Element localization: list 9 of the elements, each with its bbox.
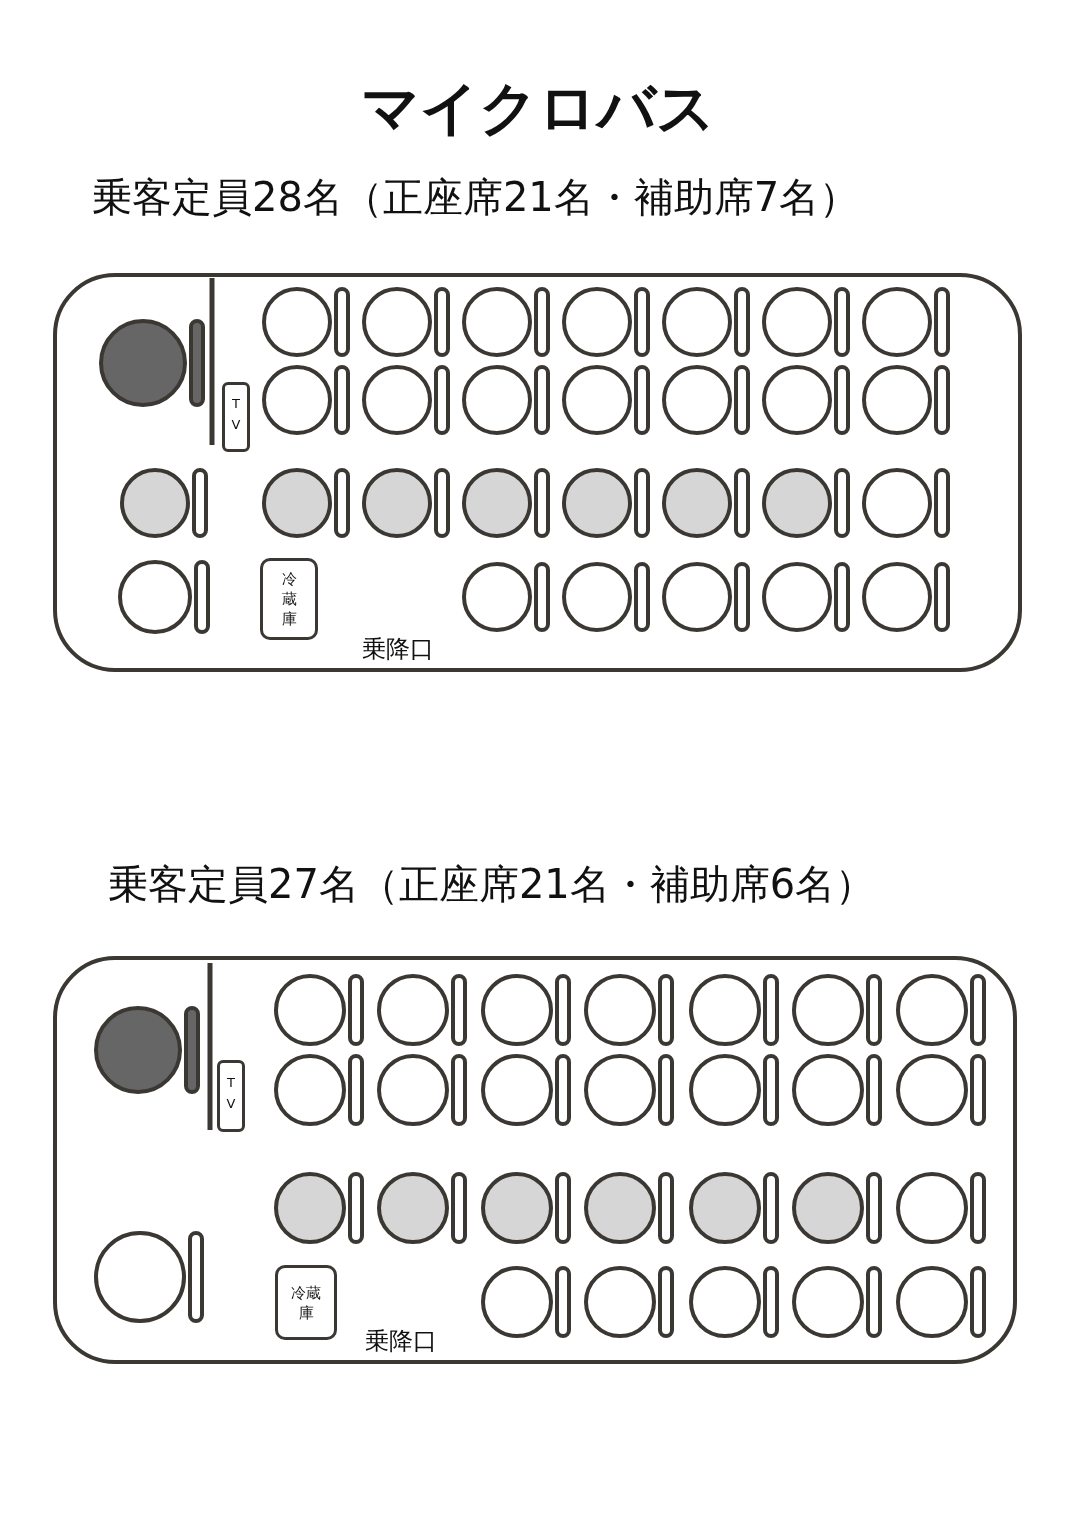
capacity-heading: 乗客定員28名（正座席21名・補助席7名）: [92, 173, 860, 222]
tv-box: TV: [222, 382, 250, 452]
refrigerator-box: 冷蔵庫: [260, 558, 318, 640]
door-label: 乗降口: [365, 1326, 437, 1357]
door-label: 乗降口: [362, 634, 434, 665]
tv-box: TV: [217, 1060, 245, 1132]
capacity-heading: 乗客定員27名（正座席21名・補助席6名）: [108, 860, 876, 909]
title: マイクロバス: [360, 73, 716, 144]
refrigerator-box: 冷蔵庫: [275, 1265, 337, 1340]
